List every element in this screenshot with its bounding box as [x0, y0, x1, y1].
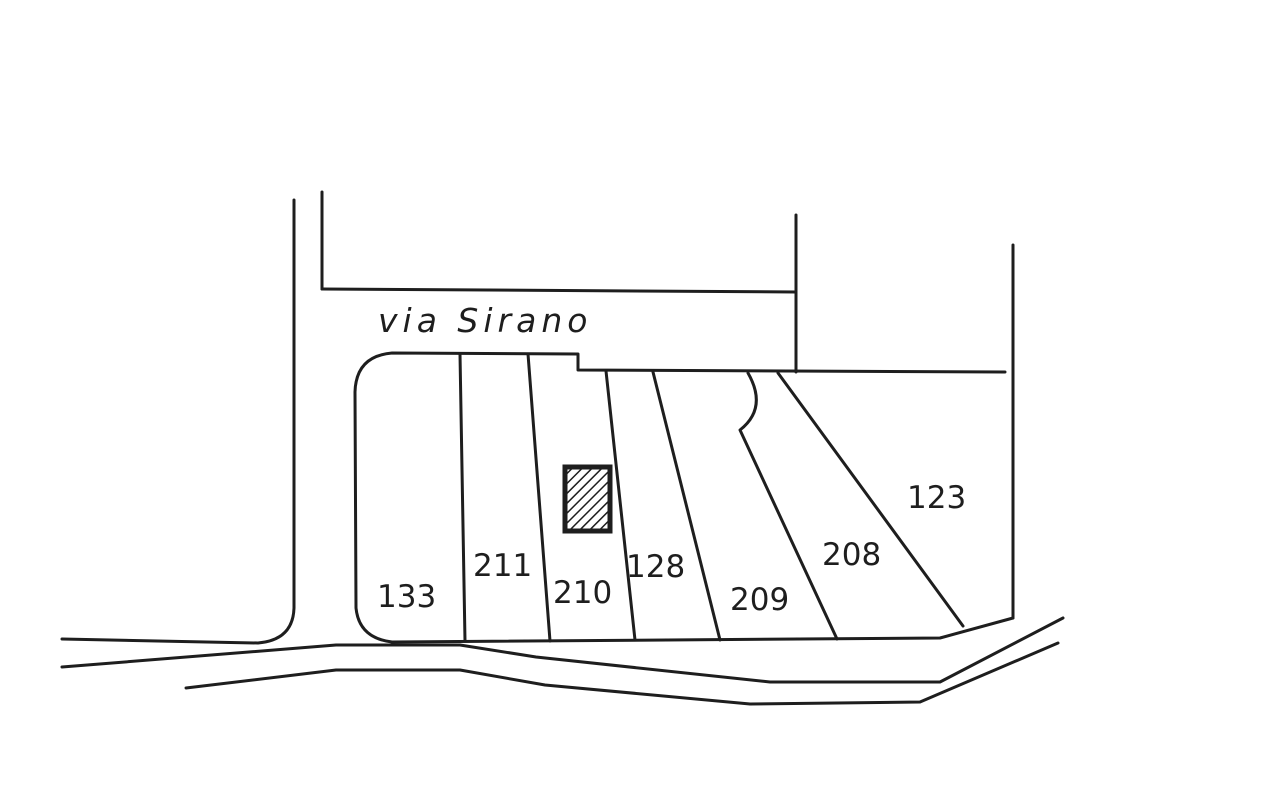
parcel-label-133: 133 [377, 579, 436, 615]
building-marker [562, 464, 613, 534]
parcel-label-210: 210 [553, 575, 612, 611]
parcel-label-208: 208 [822, 537, 881, 573]
parcel-label-128: 128 [626, 549, 685, 585]
road-edge-south [60, 616, 1065, 684]
side-road [60, 190, 324, 645]
street-via-sirano [320, 213, 798, 374]
parcel-label-209: 209 [730, 582, 789, 618]
street-label: via Sirano [378, 301, 592, 340]
parcel-label-211: 211 [473, 548, 532, 584]
lower-road [184, 641, 1060, 706]
parcel-label-123: 123 [907, 480, 966, 516]
block-south-edge [390, 616, 1015, 644]
parcel-dividers [458, 352, 965, 643]
block-outline [353, 351, 1007, 644]
